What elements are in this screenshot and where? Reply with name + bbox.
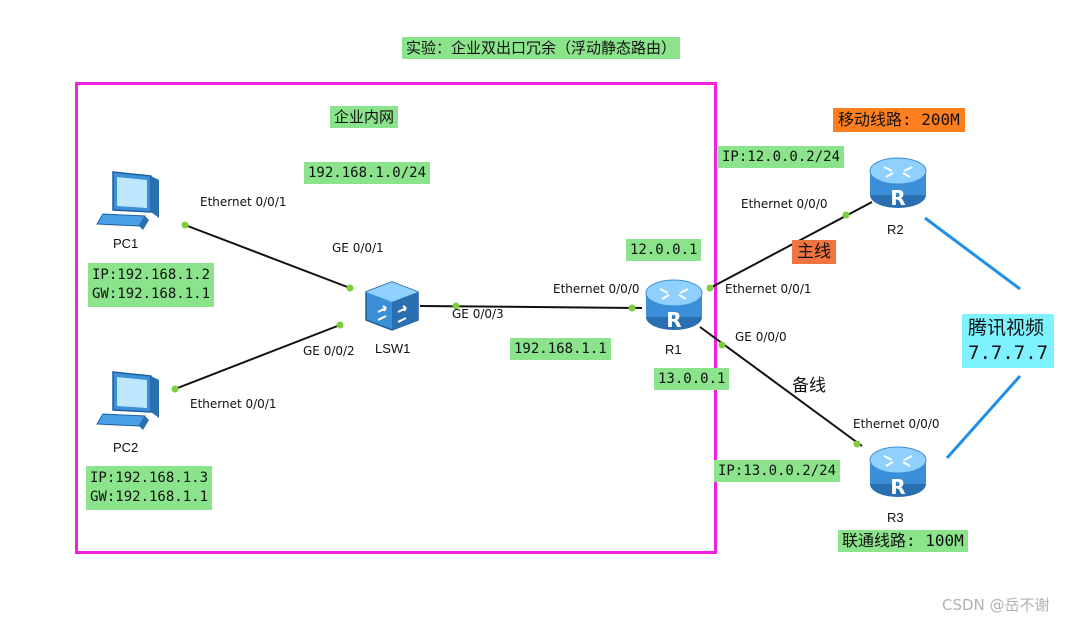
r1-label: R1: [665, 342, 682, 357]
destination-box: 腾讯视频 7.7.7.7: [962, 314, 1055, 368]
port-dot: [842, 211, 850, 219]
port-dot: [452, 302, 460, 310]
watermark: CSDN @岳不谢: [942, 596, 1050, 614]
lsw1-port-1-label: GE 0/0/1: [332, 241, 384, 255]
r1-port-0-label: Ethernet 0/0/0: [553, 282, 640, 296]
r3-port-label: Ethernet 0/0/0: [853, 417, 940, 431]
r2-ip: IP:12.0.0.2/24: [718, 146, 845, 168]
r1-top-network: 12.0.0.1: [626, 239, 702, 261]
r1-port-2-label: GE 0/0/0: [735, 330, 787, 344]
port-dot: [706, 284, 714, 292]
r2-router-icon[interactable]: R: [866, 155, 930, 211]
port-dot: [628, 304, 636, 312]
r2-label: R2: [887, 222, 904, 237]
port-dot: [171, 385, 179, 393]
pc2-computer-icon[interactable]: [95, 370, 165, 432]
pc1-computer-icon[interactable]: [95, 170, 165, 232]
r3-ip: IP:13.0.0.2/24: [714, 460, 841, 482]
r2-port-label: Ethernet 0/0/0: [741, 197, 828, 211]
svg-text:R: R: [890, 475, 905, 499]
link-pc1-lsw1: [184, 224, 351, 289]
backup-link-label: 备线: [792, 376, 826, 396]
port-dot: [346, 284, 354, 292]
r1-lan-ip: 192.168.1.1: [510, 338, 611, 360]
svg-text:R: R: [890, 186, 905, 210]
pc1-label: PC1: [113, 236, 139, 251]
port-dot: [336, 321, 344, 329]
lsw1-switch-icon[interactable]: [362, 278, 422, 334]
primary-link-label: 主线: [792, 240, 836, 264]
port-dot: [181, 221, 189, 229]
svg-text:R: R: [666, 308, 681, 332]
r1-port-1-label: Ethernet 0/0/1: [725, 282, 812, 296]
destination-ip: 7.7.7.7: [968, 342, 1049, 364]
r1-bottom-network: 13.0.0.1: [654, 368, 730, 390]
link-r3-internet: [945, 375, 1022, 459]
unicom-isp-label: 联通线路: 100M: [838, 530, 968, 552]
link-pc2-lsw1: [174, 324, 341, 390]
lsw1-port-2-label: GE 0/0/2: [303, 344, 355, 358]
intranet-subnet: 192.168.1.0/24: [304, 162, 431, 184]
r3-label: R3: [887, 510, 904, 525]
pc2-label: PC2: [113, 440, 139, 455]
lsw1-port-3-label: GE 0/0/3: [452, 307, 504, 321]
diagram-title: 实验：企业双出口冗余（浮动静态路由）: [402, 37, 681, 59]
pc1-ip: IP:192.168.1.2: [92, 267, 211, 283]
pc2-ip: IP:192.168.1.3: [90, 470, 209, 486]
intranet-border: [75, 82, 717, 554]
mobile-isp-label: 移动线路: 200M: [833, 108, 965, 132]
port-dot: [718, 341, 726, 349]
lsw1-label: LSW1: [375, 341, 411, 356]
link-r2-internet: [924, 216, 1021, 291]
pc2-gateway: GW:192.168.1.1: [90, 489, 209, 505]
pc1-port-label: Ethernet 0/0/1: [200, 195, 287, 209]
destination-name: 腾讯视频: [968, 317, 1045, 339]
port-dot: [853, 440, 861, 448]
pc2-port-label: Ethernet 0/0/1: [190, 397, 277, 411]
intranet-label: 企业内网: [330, 106, 399, 128]
link-r1-r3: [699, 326, 863, 447]
r3-router-icon[interactable]: R: [866, 444, 930, 500]
pc1-gateway: GW:192.168.1.1: [92, 286, 211, 302]
r1-router-icon[interactable]: R: [642, 277, 706, 333]
